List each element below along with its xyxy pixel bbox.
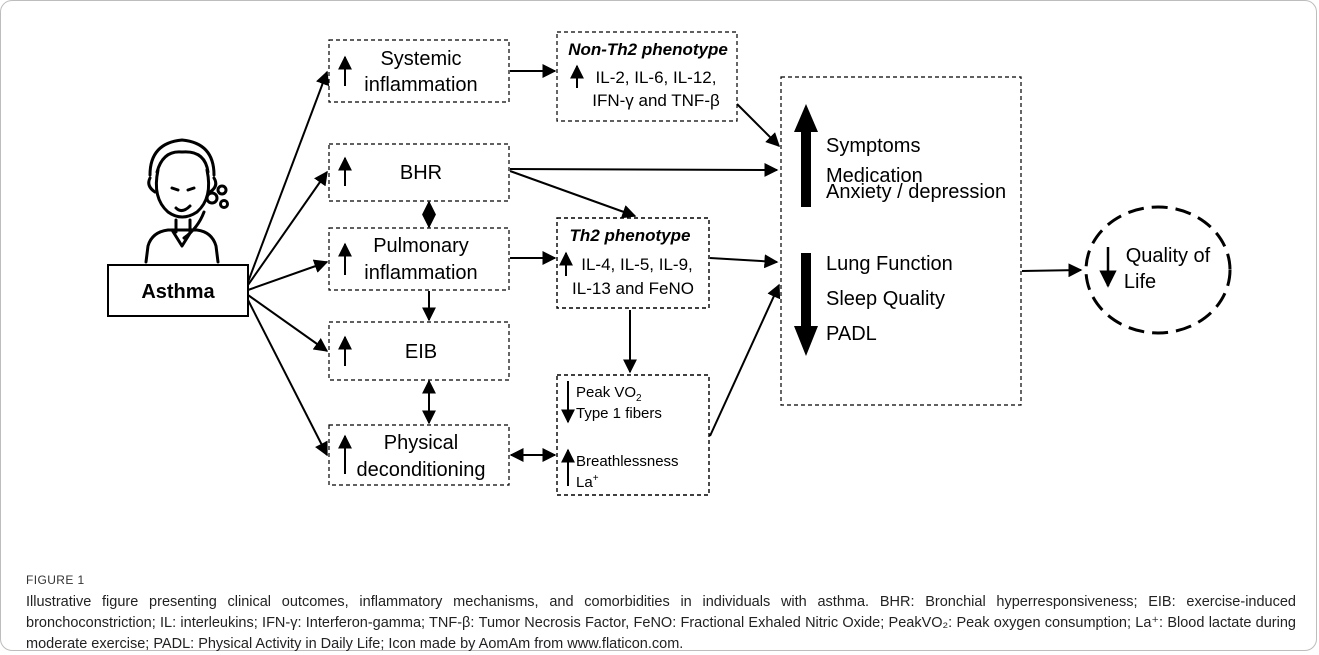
diagram-canvas: Asthma Systemic inflammation BHR Pulmona… — [107, 31, 1232, 496]
caption-label: FIGURE 1 — [26, 573, 85, 587]
physical-deconditioning-label-2: deconditioning — [357, 459, 486, 481]
systemic-inflammation-box — [328, 39, 510, 103]
person-coughing-icon — [144, 138, 229, 264]
qol-label-1: Quality of — [1126, 245, 1211, 267]
outcomes-box — [780, 76, 1022, 406]
outcome-padl: PADL — [826, 323, 877, 345]
asthma-label: Asthma — [141, 281, 215, 303]
middle-arrows — [509, 64, 781, 462]
pulmonary-inflammation-label-1: Pulmonary — [373, 235, 469, 257]
non-th2-line2: IFN-γ and TNF-β — [592, 91, 720, 110]
pulmonary-inflammation-label-2: inflammation — [364, 262, 477, 284]
outcome-anxiety: Anxiety / depression — [826, 181, 1006, 203]
th2-line2: IL-13 and FeNO — [572, 279, 694, 298]
non-th2-line1: IL-2, IL-6, IL-12, — [596, 68, 717, 87]
figure-caption: FIGURE 1 Illustrative figure presenting … — [26, 570, 1296, 655]
exercise-capacity-box — [556, 374, 710, 496]
quality-of-life-ellipse — [1084, 205, 1232, 335]
eib-label: EIB — [405, 341, 437, 363]
systemic-inflammation-label-2: inflammation — [364, 74, 477, 96]
big-down-arrow-icon — [794, 253, 818, 356]
eib-box — [328, 321, 510, 381]
bhr-box — [328, 143, 510, 202]
asthma-box — [107, 264, 249, 317]
asthma-arrows — [247, 70, 330, 457]
big-up-arrow-icon — [794, 104, 818, 207]
physical-deconditioning-label-1: Physical — [384, 432, 458, 454]
systemic-inflammation-label-1: Systemic — [380, 48, 461, 70]
caption-text: Illustrative figure presenting clinical … — [26, 594, 1296, 652]
outcomes-to-qol-arrow — [1021, 263, 1083, 278]
lactate-label: La+ — [576, 473, 599, 491]
th2-phenotype-box — [556, 217, 710, 309]
th2-title: Th2 phenotype — [570, 226, 691, 245]
th2-line1: IL-4, IL-5, IL-9, — [581, 255, 693, 274]
non-th2-title: Non-Th2 phenotype — [568, 40, 728, 59]
type1-fibers-label: Type 1 fibers — [576, 405, 662, 422]
outcome-lung-function: Lung Function — [826, 253, 953, 275]
outcome-sleep-quality: Sleep Quality — [826, 288, 945, 310]
pulmonary-inflammation-box — [328, 227, 510, 291]
physical-deconditioning-box — [328, 424, 510, 486]
bhr-label: BHR — [400, 162, 442, 184]
outcome-symptoms: Symptoms — [826, 135, 920, 157]
peak-vo2-label: Peak VO2 — [576, 384, 642, 404]
outcome-medication: Medication — [826, 165, 923, 187]
qol-label-2: Life — [1124, 271, 1156, 293]
breathlessness-label: Breathlessness — [576, 453, 679, 470]
non-th2-phenotype-box — [556, 31, 738, 122]
